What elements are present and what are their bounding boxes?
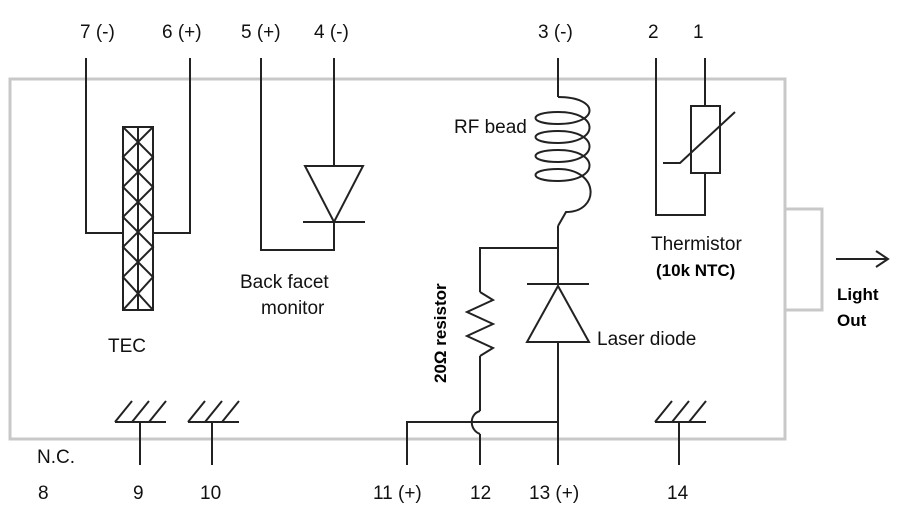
back-facet-photodiode [260, 58, 365, 251]
pin11-bus [406, 421, 558, 465]
back-facet-label-line1: Back facet [240, 272, 329, 293]
ground-pin10 [187, 400, 240, 465]
light-out-label-line2: Out [837, 311, 867, 330]
ntc-label: (10k NTC) [656, 261, 735, 280]
pin-8-label: 8 [38, 483, 49, 504]
pin-9-label: 9 [133, 483, 144, 504]
thermistor-label: Thermistor [651, 234, 742, 255]
pin-1-label: 1 [693, 22, 704, 43]
pin-14-label: 14 [667, 483, 689, 504]
laser-diode-label: Laser diode [597, 329, 696, 350]
pin-11-label: 11 (+) [373, 483, 422, 504]
ground-pin14 [654, 400, 707, 465]
pin-7-label: 7 (-) [80, 22, 115, 43]
rf-bead-inductor [534, 58, 592, 248]
package-outline [8, 77, 787, 441]
pin-13-label: 13 (+) [529, 483, 579, 504]
back-facet-label-line2: monitor [261, 298, 325, 319]
laser-diode [525, 248, 591, 465]
ground-pin9 [114, 400, 167, 465]
resistor-20ohm [464, 247, 558, 465]
light-out-arrow [836, 250, 890, 268]
pin-4-label: 4 (-) [314, 22, 349, 43]
pin-10-label: 10 [200, 483, 221, 504]
pin-5-label: 5 (+) [241, 22, 281, 43]
rf-bead-label: RF bead [454, 117, 527, 138]
resistor-label: 20Ω resistor [431, 283, 450, 383]
nc-label: N.C. [37, 447, 75, 468]
pin-3-label: 3 (-) [538, 22, 573, 43]
fiber-bracket [785, 207, 824, 312]
tec-label: TEC [108, 336, 146, 357]
pin-12-label: 12 [470, 483, 491, 504]
thermistor-ntc [655, 58, 736, 216]
tec-element [85, 58, 191, 311]
pin-6-label: 6 (+) [162, 22, 202, 43]
pin-2-label: 2 [648, 22, 659, 43]
light-out-label-line1: Light [837, 285, 879, 304]
